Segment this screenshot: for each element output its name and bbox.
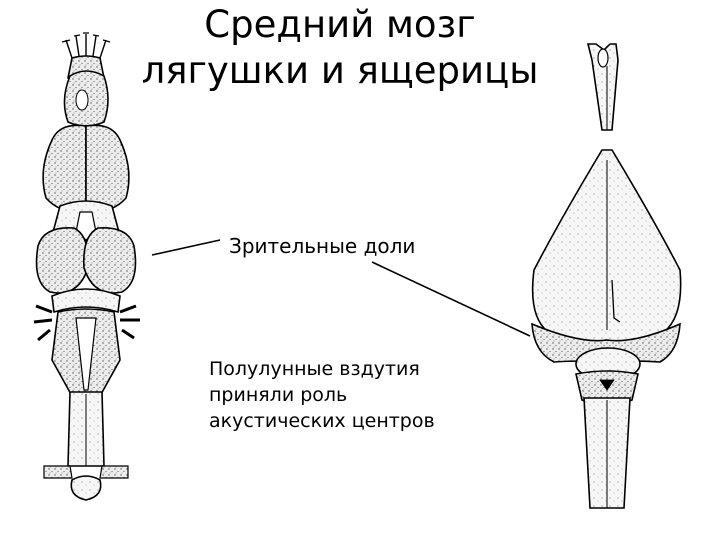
frog-brain-drawing xyxy=(33,32,140,501)
semilunar-label-line-3: акустических центров xyxy=(209,410,435,432)
visual-lobes-label: Зрительные доли xyxy=(229,234,416,258)
semilunar-label-line-1: Полулунные вздутия xyxy=(209,358,420,380)
slide-title: Средний мозг лягушки и ящерицы xyxy=(130,2,550,94)
leader-line-visual-lobes-frog xyxy=(151,239,221,256)
semilunar-label-line-2: приняли роль xyxy=(209,384,348,406)
semilunar-swellings-label: Полулунные вздутия приняли роль акустиче… xyxy=(209,356,435,434)
lizard-brain-drawing xyxy=(531,43,682,509)
slide-title-line-1: Средний мозг xyxy=(204,3,476,46)
leader-line-semilunar-lizard xyxy=(371,261,531,337)
slide-title-line-2: лягушки и ящерицы xyxy=(141,49,539,92)
